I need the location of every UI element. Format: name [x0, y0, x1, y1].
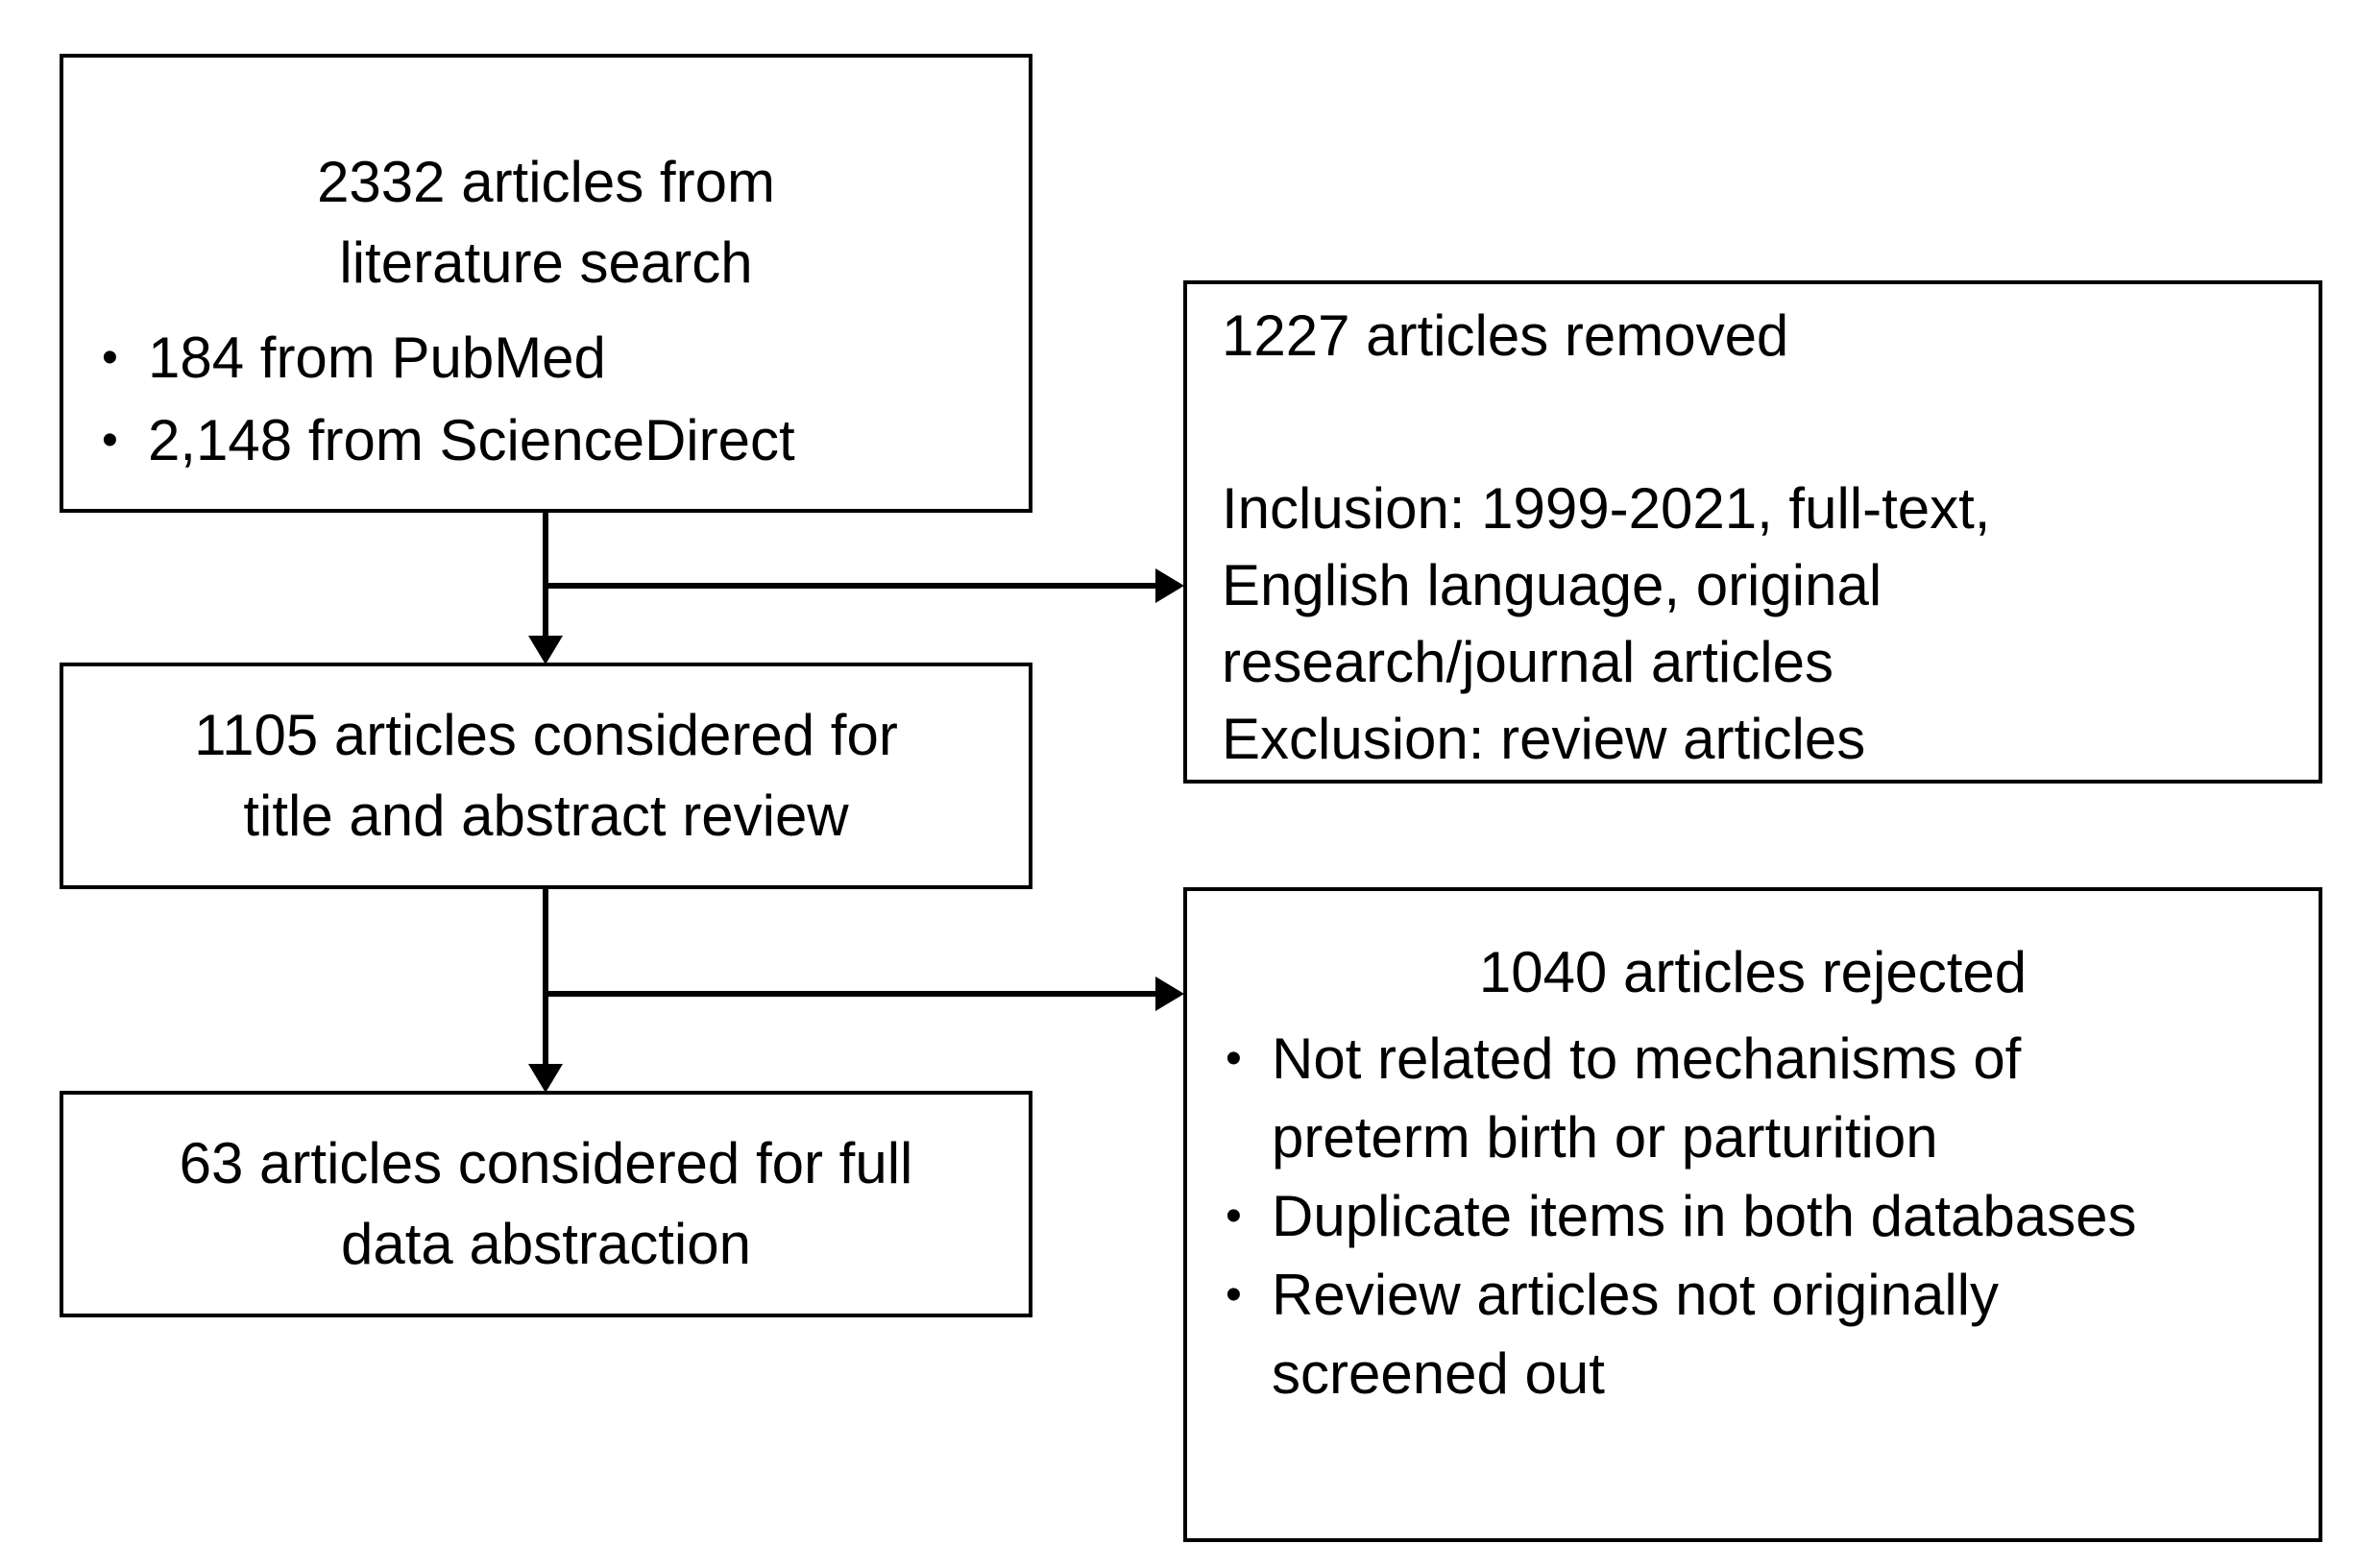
bullet-icon: • [1226, 1033, 1242, 1084]
box-articles-removed-criteria: Inclusion: 1999-2021, full-text, English… [1222, 476, 1991, 771]
bullet-icon: • [102, 415, 118, 466]
list-item: • 2,148 from ScienceDirect [63, 399, 1029, 482]
arrow-search-to-review-line [543, 513, 548, 639]
arrow-right-icon [1155, 977, 1184, 1011]
bullet-sciencedirect: 2,148 from ScienceDirect [148, 408, 795, 472]
box-literature-search: 2332 articles from literature search • 1… [60, 54, 1032, 513]
arrow-to-rejected-line [543, 991, 1159, 997]
bullet-not-related: Not related to mechanisms of preterm bir… [1272, 1026, 2022, 1170]
list-item: • Not related to mechanisms of preterm b… [1187, 1020, 2319, 1177]
list-item: • Review articles not originally screene… [1187, 1256, 2319, 1413]
bullet-icon: • [1226, 1269, 1242, 1320]
arrow-review-to-abstraction-line [543, 889, 548, 1068]
bullet-pubmed: 184 from PubMed [148, 326, 606, 390]
list-item: • 184 from PubMed [63, 317, 1029, 399]
box-articles-rejected-title: 1040 articles rejected [1478, 940, 2028, 1004]
box-articles-removed: 1227 articles removed Inclusion: 1999-20… [1183, 280, 2322, 784]
box-title-abstract-review-text: 1105 articles considered for title and a… [194, 703, 898, 848]
list-item: • Duplicate items in both databases [1187, 1177, 2319, 1256]
bullet-review-articles: Review articles not originally screened … [1272, 1263, 1999, 1406]
box-articles-removed-title: 1227 articles removed [1222, 303, 1789, 368]
box-literature-search-title: 2332 articles from literature search [317, 150, 775, 295]
arrow-down-icon [528, 636, 563, 664]
arrow-right-icon [1155, 568, 1184, 603]
box-articles-rejected: 1040 articles rejected • Not related to … [1183, 887, 2322, 1542]
bullet-duplicates: Duplicate items in both databases [1272, 1184, 2137, 1248]
bullet-icon: • [1226, 1191, 1242, 1242]
box-full-data-abstraction-text: 63 articles considered for full data abs… [179, 1131, 913, 1276]
bullet-icon: • [102, 332, 118, 383]
box-full-data-abstraction: 63 articles considered for full data abs… [60, 1091, 1032, 1317]
arrow-down-icon [528, 1064, 563, 1093]
arrow-to-removed-line [543, 583, 1159, 589]
box-title-abstract-review: 1105 articles considered for title and a… [60, 663, 1032, 889]
